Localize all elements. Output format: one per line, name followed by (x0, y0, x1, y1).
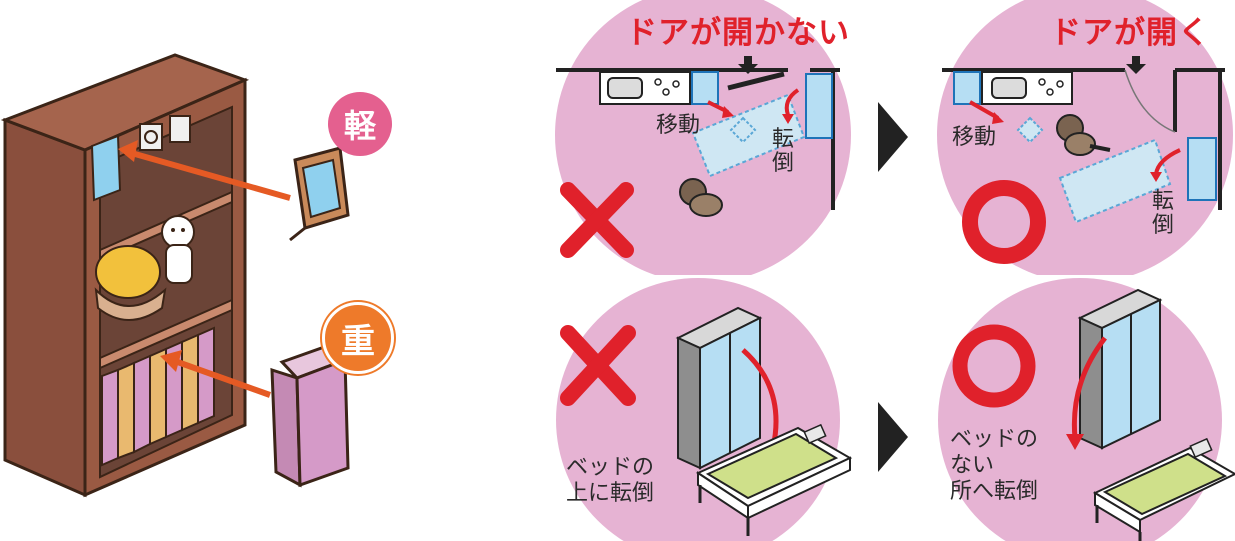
door-blocked-fall-label-1: 転 (772, 127, 795, 152)
fall-arrow (784, 88, 800, 116)
bookshelf-drawing (0, 53, 350, 498)
fridge (1187, 137, 1217, 201)
bed-ok-label-1: ベッドの (950, 427, 1039, 452)
light-badge: 軽 (328, 92, 392, 156)
fall-arrow (1071, 336, 1107, 439)
bag (95, 245, 161, 299)
circle-ok-icon (962, 180, 1046, 264)
bed-ok-panel: ベッドの ない 所へ転倒 (930, 278, 1235, 541)
books (101, 326, 215, 467)
circle-ok-icon (952, 324, 1036, 408)
arrow-to-bottom (170, 357, 272, 398)
cross-icon (560, 182, 634, 258)
chevron-right-icon (878, 102, 908, 172)
door-open-fall-label-1: 転 (1152, 189, 1175, 214)
figure (161, 215, 195, 249)
door-blocked-fall-label-2: 倒 (772, 151, 795, 176)
light-badge-text: 軽 (343, 107, 376, 145)
cross-icon (560, 325, 636, 406)
door-blocked-panel: ドアが開かない 移動 転 倒 (548, 0, 858, 275)
door-open-move-label: 移動 (952, 125, 997, 150)
heavy-badge: 重 (322, 302, 394, 374)
door-blocked-title: ドアが開かない (626, 15, 850, 51)
heavy-badge-text: 重 (341, 321, 375, 362)
fall-arrow (741, 348, 779, 449)
bed-ok-label-3: 所へ転倒 (950, 479, 1039, 504)
bed-ok-label-2: ない (950, 453, 995, 478)
bookshelf-illustration: 軽 重 (0, 40, 420, 510)
small-frame (90, 134, 122, 202)
door-open-panel: ドアが開く 移動 転 倒 (930, 0, 1235, 275)
fridge (805, 73, 833, 139)
door-blocked-move-label: 移動 (656, 113, 701, 138)
door-open-fall-label-2: 倒 (1152, 213, 1175, 238)
chevron-right-icon (878, 402, 908, 472)
shelf-board (99, 298, 233, 370)
arrow-to-top (127, 149, 291, 201)
door-blocked (727, 71, 785, 91)
bed-ng-panel: ベッドの 上に転倒 (548, 278, 858, 541)
bed-ng-label-2: 上に転倒 (566, 481, 655, 506)
fallen-furniture (1058, 138, 1172, 224)
door-open-title: ドアが開く (1050, 15, 1210, 51)
bed-ng-label-1: ベッドの (566, 455, 655, 480)
shelf-side (3, 117, 87, 498)
